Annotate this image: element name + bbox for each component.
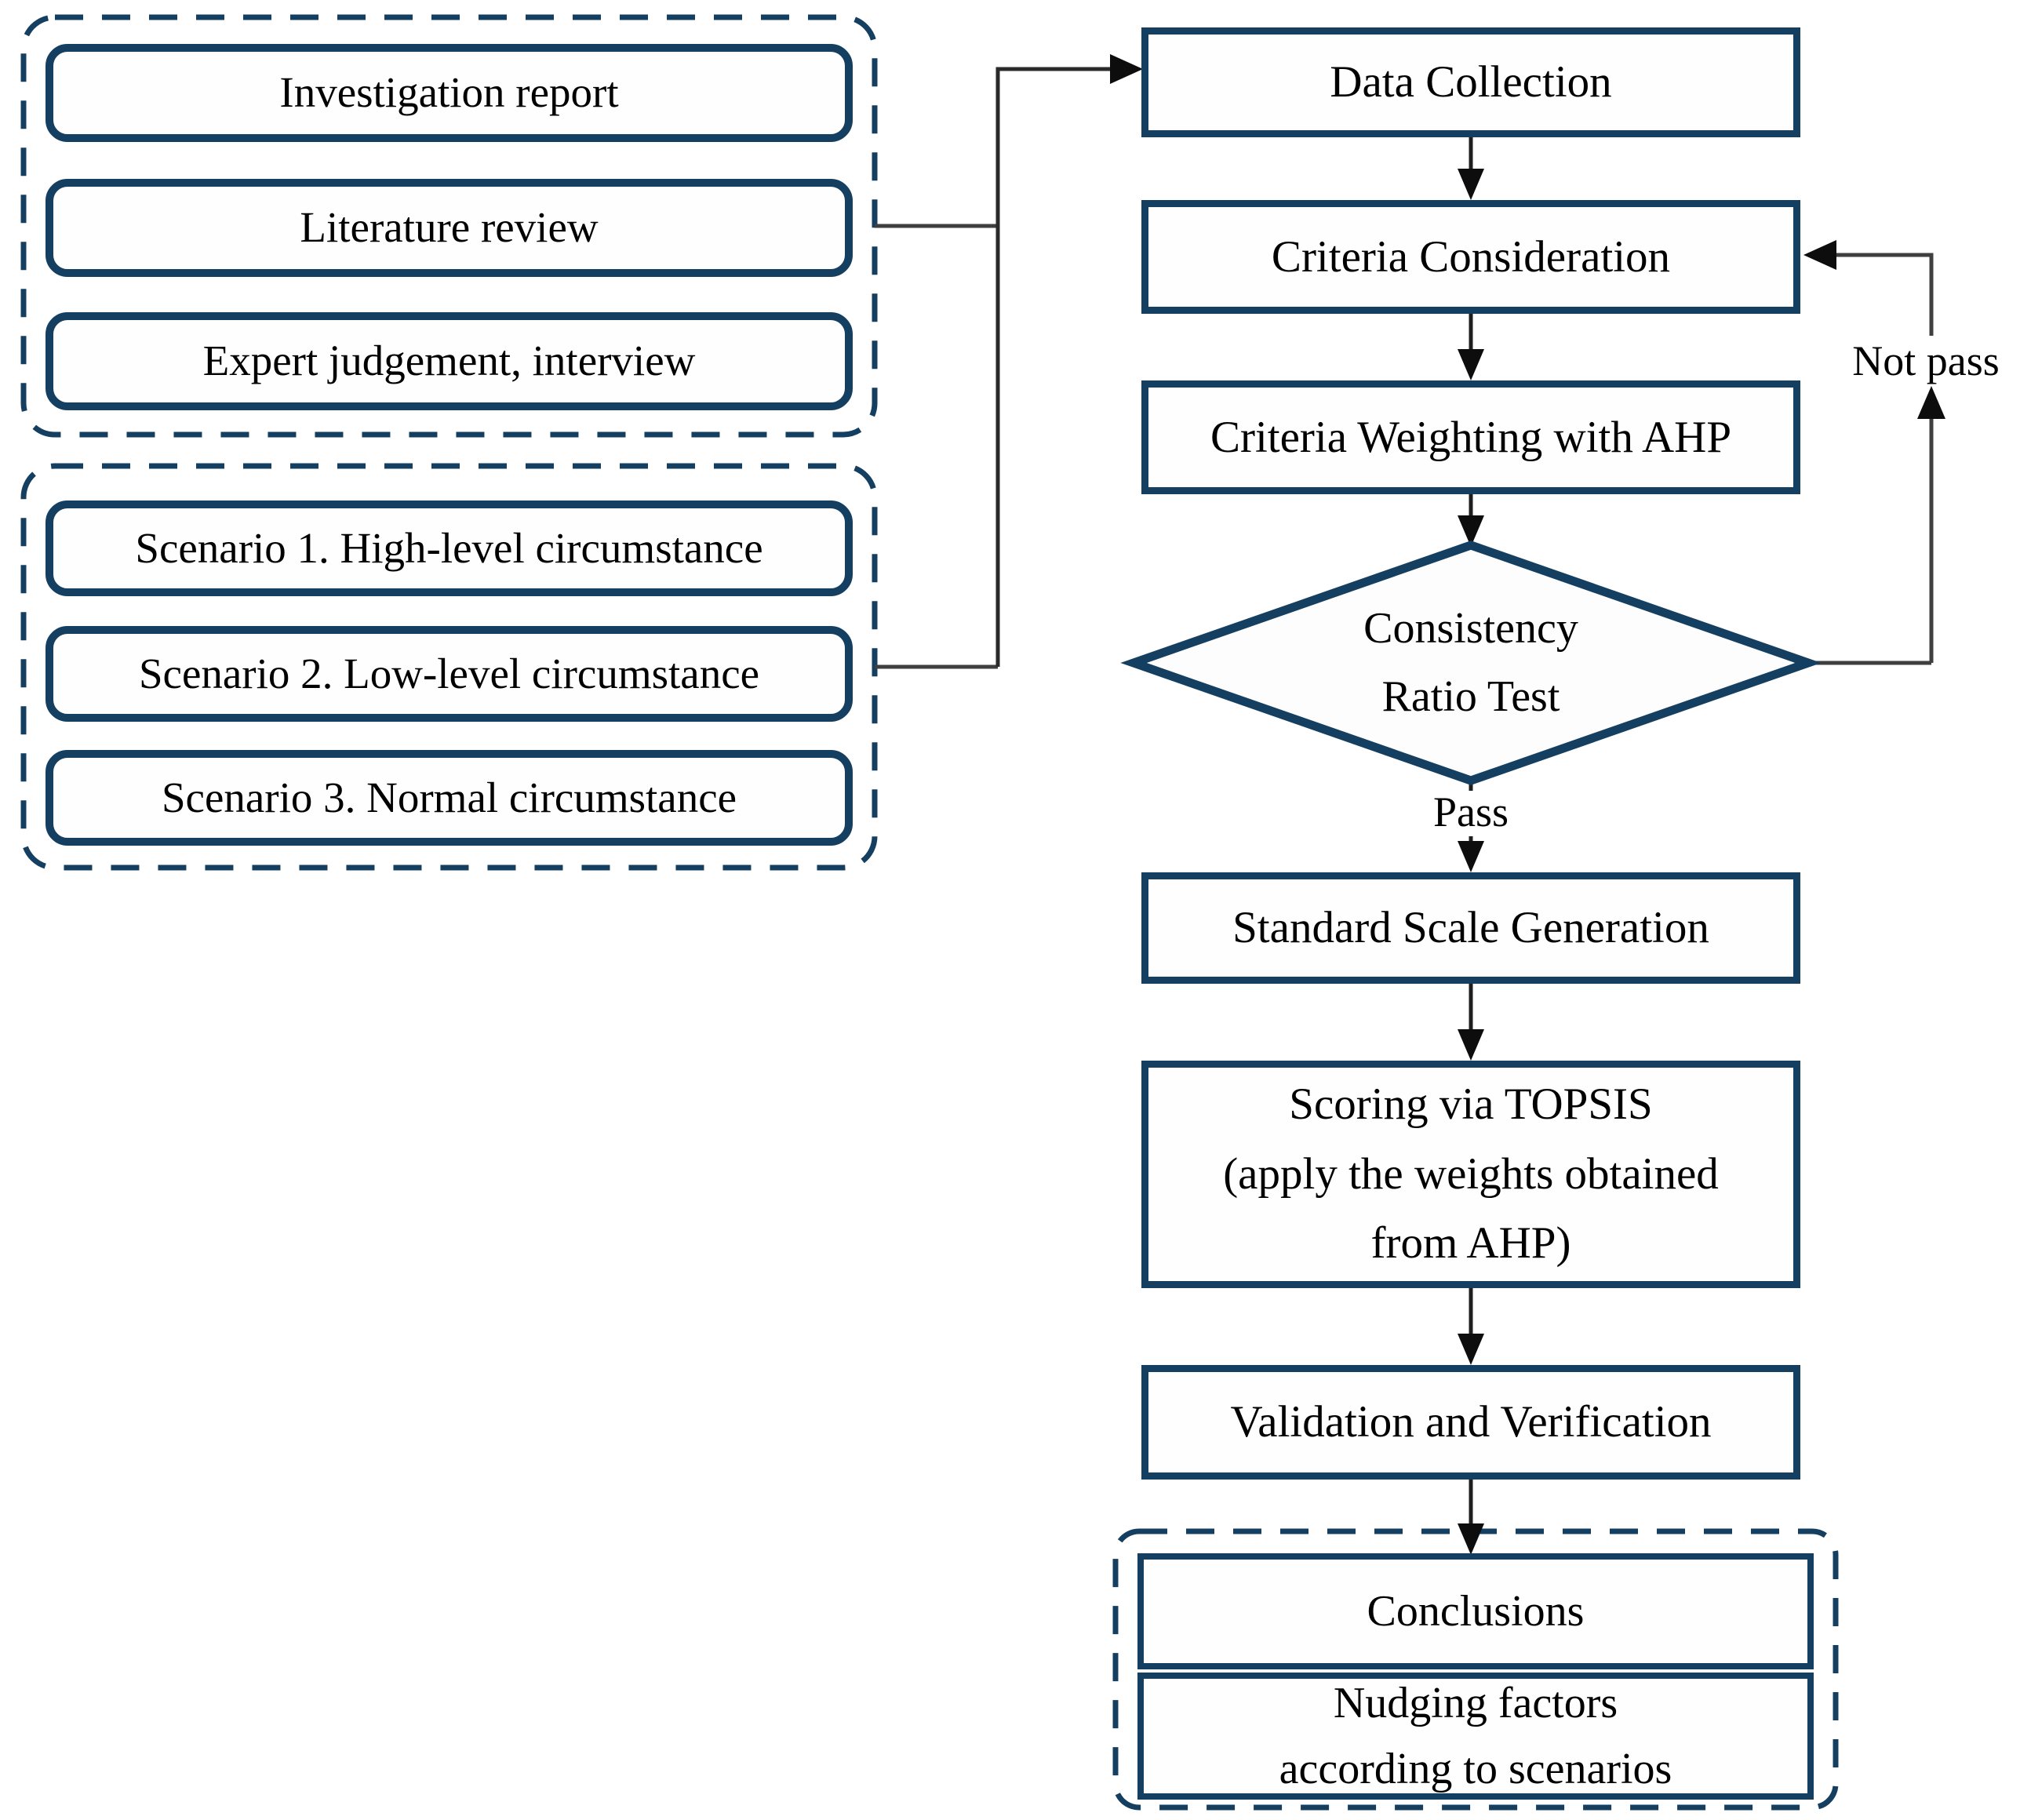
arrowhead-ahp-decision <box>1458 515 1484 547</box>
source-box-investigation-report: Investigation report <box>45 44 853 142</box>
scenario-box-2: Scenario 2. Low-level circumstance <box>45 626 853 722</box>
scenario-box-1: Scenario 1. High-level circumstance <box>45 500 853 596</box>
arrowhead-pass-ssg <box>1458 841 1484 872</box>
decision-diamond <box>1120 541 1822 785</box>
connector-junction-to-data-collection <box>995 67 1112 667</box>
arrowhead-into-criteria-consideration <box>1803 240 1836 270</box>
arrowhead-dc-cc <box>1458 169 1484 200</box>
arrowhead-notpass-up <box>1917 386 1945 419</box>
source-box-expert-judgement: Expert judgement, interview <box>45 312 853 410</box>
notpass-line-upper-return <box>1836 253 1934 336</box>
output-box-nudging-factors: Nudging factors according to scenarios <box>1137 1673 1814 1800</box>
arrowhead-cc-ahp <box>1458 349 1484 380</box>
decision-label-consistency-ratio-test: Consistency Ratio Test <box>1363 604 1578 721</box>
step-box-standard-scale-generation: Standard Scale Generation <box>1141 872 1800 984</box>
arrowhead-vv-conclusions <box>1458 1523 1484 1555</box>
step-box-data-collection: Data Collection <box>1141 27 1800 137</box>
step-box-criteria-consideration: Criteria Consideration <box>1141 200 1800 314</box>
source-box-literature-review: Literature review <box>45 179 853 277</box>
pass-label: Pass <box>1432 788 1509 835</box>
step-box-scoring-topsis: Scoring via TOPSIS (apply the weights ob… <box>1141 1061 1800 1288</box>
not-pass-label: Not pass <box>1852 337 2000 384</box>
step-box-criteria-weighting-ahp: Criteria Weighting with AHP <box>1141 380 1800 494</box>
step-box-validation-verification: Validation and Verification <box>1141 1365 1800 1480</box>
scenario-box-3: Scenario 3. Normal circumstance <box>45 750 853 846</box>
arrowhead-into-data-collection <box>1110 54 1143 84</box>
output-box-conclusions: Conclusions <box>1137 1553 1814 1669</box>
arrowhead-topsis-vv <box>1458 1334 1484 1365</box>
arrowhead-ssg-topsis <box>1458 1029 1484 1061</box>
